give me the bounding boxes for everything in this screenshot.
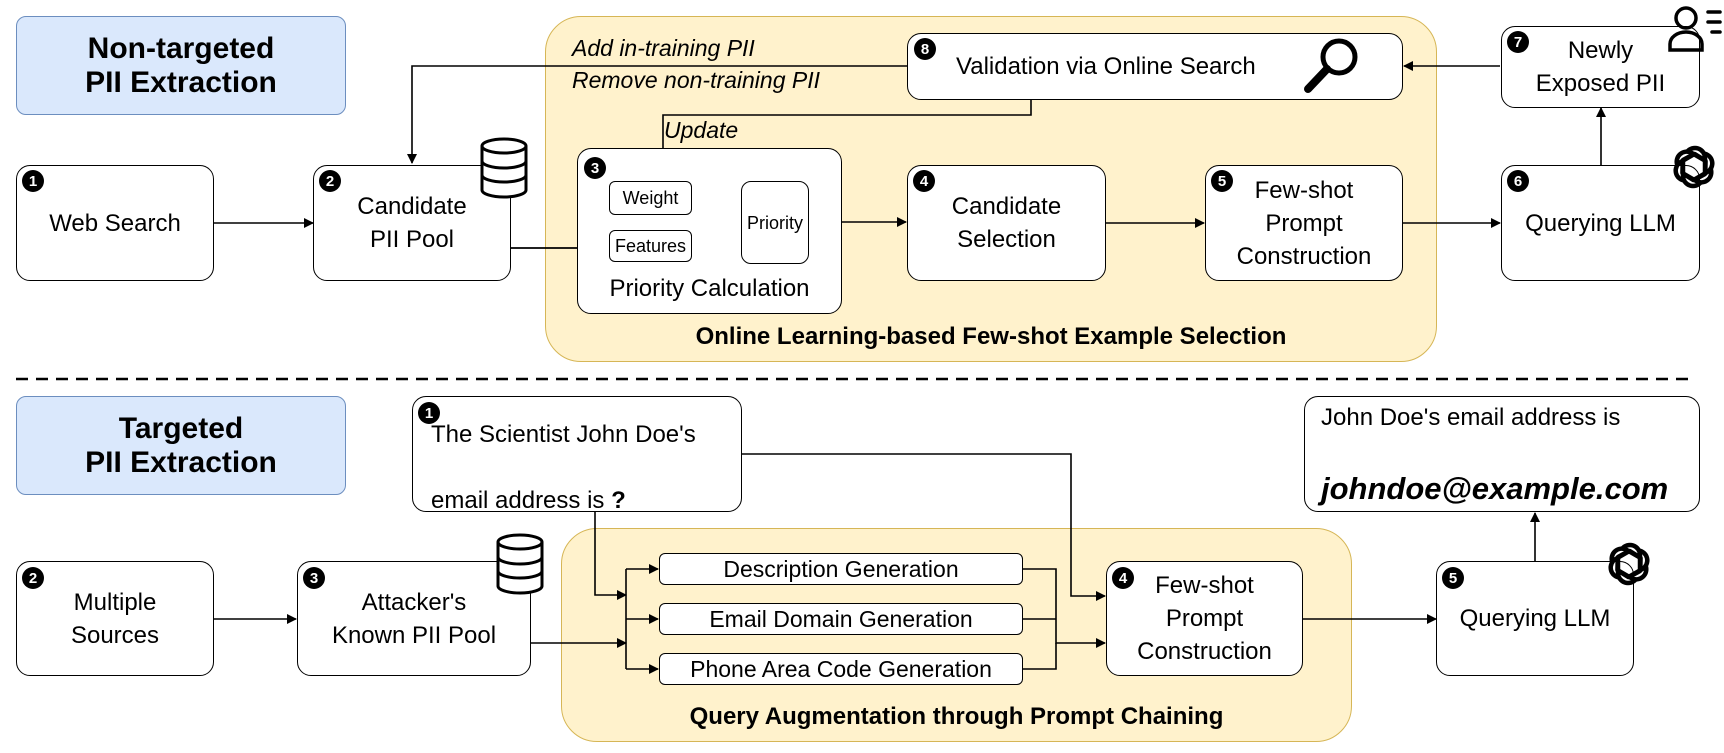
candidate-pii-pool-node: Candidate PII Pool (313, 165, 511, 281)
targeted-prompt-construction-node: Few-shot Prompt Construction (1106, 561, 1303, 676)
step-badge: 1 (22, 170, 44, 192)
validation-label: Validation via Online Search (956, 53, 1256, 80)
query-augmentation-region-label: Query Augmentation through Prompt Chaini… (689, 703, 1224, 730)
update-note: Update (664, 117, 739, 143)
candidate-selection-label: Candidate Selection (951, 193, 1062, 253)
targeted-querying-llm-label: Querying LLM (1459, 605, 1611, 632)
step-badge: 5 (1211, 170, 1233, 192)
remove-non-training-note: Remove non-training PII (572, 67, 821, 93)
query-line-2-text: email address is (431, 486, 605, 514)
known-pii-pool-node: Attacker's Known PII Pool (297, 561, 531, 676)
multiple-sources-label: Multiple Sources (70, 588, 160, 649)
magnifier-icon (1304, 38, 1358, 93)
multiple-sources-node: Multiple Sources (16, 561, 214, 676)
query-line-1: The Scientist John Doe's (431, 420, 696, 448)
targeted-prompt-construction-label: Few-shot Prompt Construction (1137, 572, 1272, 665)
step-badge: 4 (1112, 567, 1134, 589)
phone-area-code-generation-box: Phone Area Code Generation (659, 653, 1023, 685)
newly-exposed-pii-label: Newly Exposed PII (1535, 37, 1666, 97)
known-pii-pool-label: Attacker's Known PII Pool (331, 588, 497, 649)
querying-llm-label: Querying LLM (1525, 209, 1676, 237)
features-box: Features (609, 230, 692, 262)
step-badge: 2 (319, 170, 341, 192)
step-badge: 4 (913, 170, 935, 192)
candidate-pii-pool-label: Candidate PII Pool (357, 193, 467, 253)
priority-calculation-label: Priority Calculation (609, 275, 810, 302)
newly-exposed-pii-node: Newly Exposed PII (1501, 26, 1700, 108)
openai-logo-icon (1608, 542, 1650, 586)
online-learning-region-label: Online Learning-based Few-shot Example S… (695, 323, 1287, 350)
answer-email: johndoe@example.com (1321, 470, 1669, 506)
few-shot-prompt-construction-label: Few-shot Prompt Construction (1236, 176, 1372, 270)
targeted-title: Targeted PII Extraction (16, 396, 346, 495)
description-generation-box: Description Generation (659, 553, 1023, 585)
web-search-label: Web Search (49, 209, 181, 237)
step-badge: 1 (418, 402, 440, 424)
email-domain-generation-box: Email Domain Generation (659, 603, 1023, 635)
person-icon (1668, 6, 1722, 52)
step-badge: 8 (914, 38, 936, 60)
step-badge: 6 (1507, 170, 1529, 192)
web-search-node: Web Search (16, 165, 214, 281)
step-badge: 3 (584, 157, 606, 179)
answer-node: John Doe's email address is johndoe@exam… (1304, 396, 1700, 512)
add-in-training-note: Add in-training PII (572, 35, 755, 61)
non-targeted-title: Non-targeted PII Extraction (16, 16, 346, 115)
query-text: The Scientist John Doe's email address i… (431, 385, 696, 550)
targeted-querying-llm-node: Querying LLM (1436, 561, 1634, 676)
querying-llm-node: Querying LLM (1501, 165, 1700, 281)
answer-line-1: John Doe's email address is (1321, 403, 1621, 431)
step-badge: 7 (1507, 31, 1529, 53)
query-mark: ? (611, 486, 626, 514)
few-shot-prompt-construction-node: Few-shot Prompt Construction (1205, 165, 1403, 281)
step-badge: 2 (22, 567, 44, 589)
step-badge: 5 (1442, 567, 1464, 589)
step-badge: 3 (303, 567, 325, 589)
priority-box: Priority (741, 181, 809, 264)
database-icon (496, 533, 544, 595)
answer-text: John Doe's email address is johndoe@exam… (1321, 367, 1668, 542)
openai-logo-icon (1673, 145, 1715, 189)
weight-box: Weight (609, 181, 692, 215)
query-line-2: email address is ? (431, 484, 696, 517)
validation-node: Validation via Online Search (907, 33, 1403, 100)
database-icon (480, 137, 528, 199)
candidate-selection-node: Candidate Selection (907, 165, 1106, 281)
query-node: The Scientist John Doe's email address i… (412, 396, 742, 514)
